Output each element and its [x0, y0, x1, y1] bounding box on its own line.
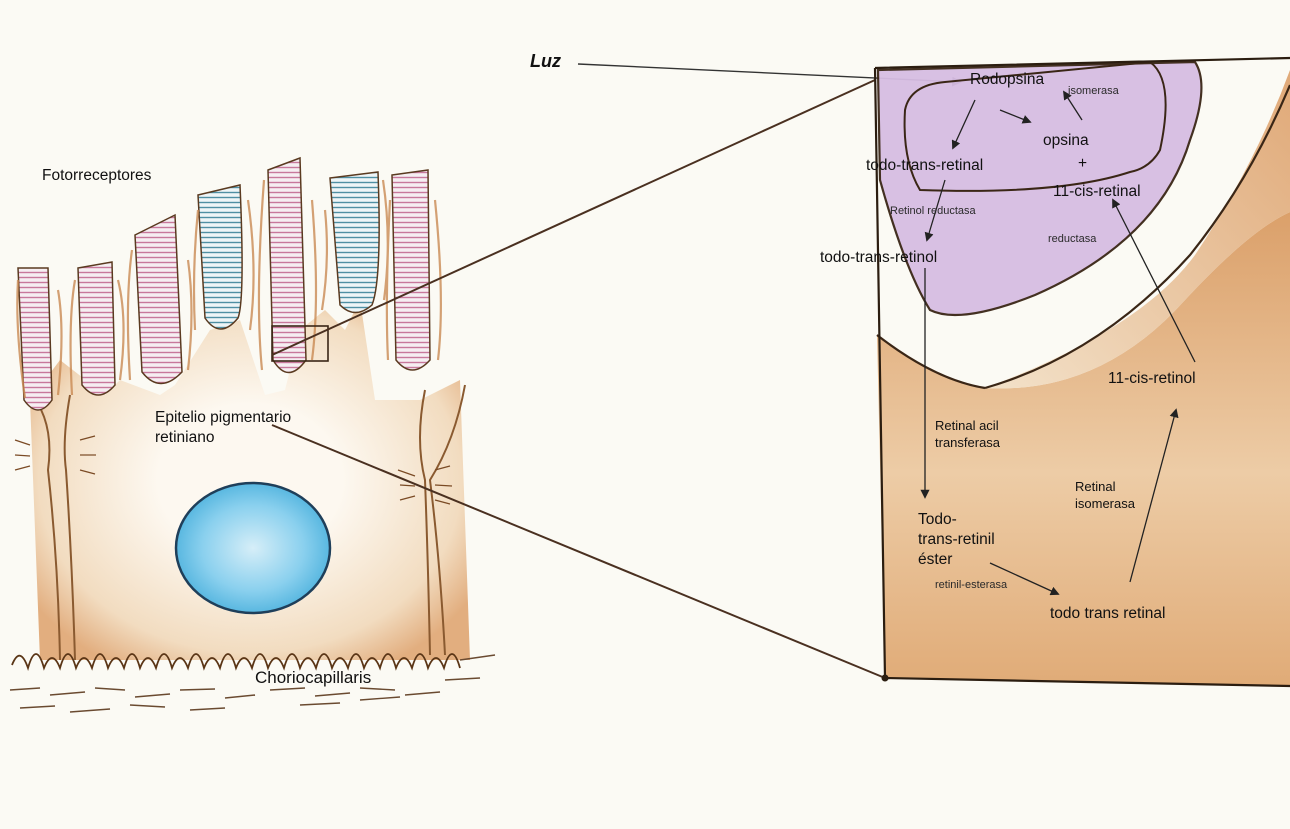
todo-trans-retinil-ester-line3: éster: [918, 551, 952, 569]
rod-segment: [135, 215, 182, 384]
cone-segment: [330, 172, 379, 313]
reductasa-label: reductasa: [1048, 233, 1096, 246]
isomerasa-label: isomerasa: [1068, 85, 1119, 98]
plus-label: +: [1078, 155, 1087, 173]
retinal-isomerasa-line2: isomerasa: [1075, 497, 1135, 512]
todo-trans-retinal-label: todo-trans-retinal: [866, 157, 983, 175]
rpe-cell-illustration: [10, 158, 495, 712]
rpe-label-line1: Epitelio pigmentario: [155, 409, 291, 427]
rpe-label-line2: retiniano: [155, 429, 214, 447]
rodopsina-label: Rodopsina: [970, 71, 1044, 89]
11-cis-retinol-label: 11-cis-retinol: [1108, 370, 1196, 388]
rod-segment: [268, 158, 306, 373]
11-cis-retinal-label: 11-cis-retinal: [1053, 183, 1141, 201]
photoreceptors-label: Fotorreceptores: [42, 167, 151, 185]
rod-segment: [392, 170, 430, 370]
retinal-isomerasa-line1: Retinal: [1075, 480, 1115, 495]
retinol-reductasa-label: Retinol reductasa: [890, 205, 976, 218]
rod-segment: [78, 262, 115, 395]
retinal-acil-transferasa-line1: Retinal acil: [935, 419, 999, 434]
choriocapillaris-label: Choriocapillaris: [255, 668, 371, 688]
todo-trans-retinil-ester-line1: Todo-: [918, 511, 957, 529]
todo-trans-retinol-label: todo-trans-retinol: [820, 249, 937, 267]
light-label: Luz: [530, 51, 561, 72]
retinal-acil-transferasa-line2: transferasa: [935, 436, 1000, 451]
todo-trans-retinal-2-label: todo trans retinal: [1050, 605, 1165, 623]
retinil-esterasa-label: retinil-esterasa: [935, 579, 1007, 592]
nucleus: [176, 483, 330, 613]
zoom-detail-panel: [875, 58, 1290, 686]
cone-segment: [198, 185, 242, 329]
opsina-label: opsina: [1043, 132, 1089, 150]
todo-trans-retinil-ester-line2: trans-retinil: [918, 531, 995, 549]
